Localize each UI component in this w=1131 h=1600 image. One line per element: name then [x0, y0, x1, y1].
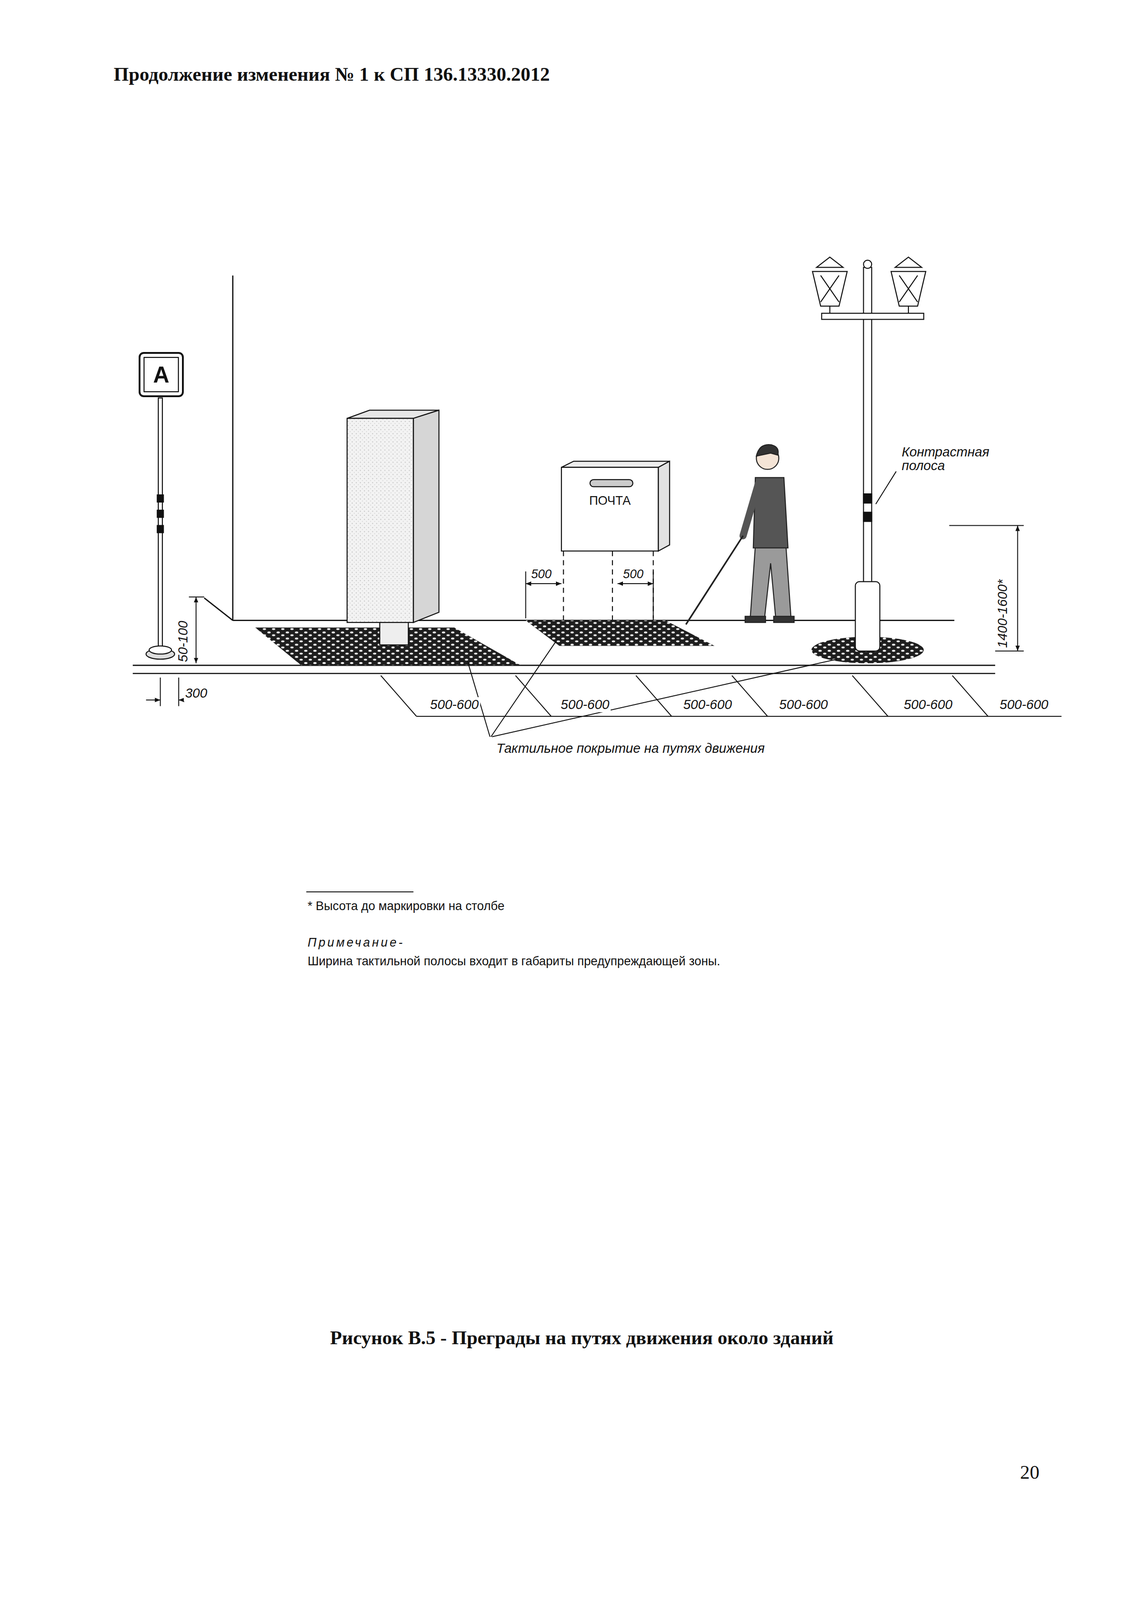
dimension-lines [525, 571, 527, 619]
ground [132, 664, 996, 667]
running-header: Продолжение изменения № 1 к СП 136.13330… [112, 63, 551, 86]
person [685, 535, 743, 625]
dimension-lines [195, 596, 197, 664]
dimension-lines [145, 525, 1062, 717]
leader-lines [492, 659, 837, 737]
sign-post [145, 398, 175, 660]
lamp-post [812, 271, 848, 307]
dimension-lines [188, 596, 205, 598]
sign-plate: A [138, 352, 184, 397]
lamp-post [820, 275, 839, 302]
mailbox [562, 550, 564, 625]
leader-lines [306, 891, 414, 893]
sign-post [158, 398, 163, 651]
lamp-post [863, 512, 872, 522]
lamp-post [816, 257, 844, 268]
note-text: Ширина тактильной полосы входит в габари… [306, 954, 722, 969]
tactile-paving [255, 620, 924, 666]
dimension-lines [617, 583, 654, 585]
dimension-label: 500-600 [778, 697, 830, 713]
dimension-label: 500-600 [681, 697, 734, 713]
person [685, 444, 794, 625]
mailbox [563, 550, 654, 625]
dimension-label: 500-600 [902, 697, 955, 713]
dimension-lines [380, 675, 417, 717]
dimension-lines [525, 583, 562, 585]
ground [132, 673, 996, 675]
dimension-lines [1016, 525, 1018, 652]
dimension-label: 300 [183, 685, 209, 701]
dimension-lines [515, 675, 551, 717]
leader-lines [875, 471, 897, 505]
sign-post [157, 494, 164, 503]
node-text: ПОЧТА [589, 493, 631, 509]
dimension-label: 500 [529, 567, 554, 582]
mailbox [561, 467, 659, 552]
pillar [347, 418, 414, 623]
mailbox [590, 479, 633, 488]
dimension-lines [652, 571, 654, 619]
callout-label: Контрастная полоса [900, 445, 1001, 473]
lamp-post [907, 306, 909, 314]
dimension-lines [852, 675, 888, 717]
mailbox [658, 461, 670, 552]
dimension-label: 500-600 [559, 697, 612, 713]
leader-lines [491, 640, 557, 737]
mailbox [652, 550, 654, 625]
dimension-lines [995, 650, 1024, 652]
dimension-label: 500 [621, 567, 645, 582]
pillar [379, 622, 409, 645]
sign-post [149, 646, 172, 655]
callout-label: Тактильное покрытие на путях движения [495, 741, 767, 757]
dimension-lines [416, 715, 1062, 717]
person [756, 444, 779, 457]
person [750, 545, 792, 619]
sign-post [157, 525, 164, 534]
mailbox [612, 550, 613, 625]
mailbox-front: ПОЧТА [561, 467, 659, 552]
figure-caption: Рисунок В.5 - Преграды на путях движения… [330, 1327, 834, 1350]
person [773, 616, 795, 623]
pillar [347, 410, 439, 646]
leader-lines [306, 471, 897, 893]
page-number: 20 [1018, 1461, 1042, 1484]
dimension-label: 50-100 [175, 619, 191, 664]
lamp-post [899, 275, 918, 302]
sign-post [157, 510, 164, 518]
lamp-post [855, 581, 881, 652]
lamp-post [821, 313, 924, 320]
ground [204, 597, 234, 621]
pillar [413, 410, 440, 623]
dimension-lines [178, 677, 180, 707]
lamp-post [829, 306, 831, 314]
dimension-lines [949, 525, 1024, 527]
lamp-post [895, 257, 922, 268]
footnote: * Высота до маркировки на столбе [306, 899, 506, 914]
dimension-label: 500-600 [998, 697, 1050, 713]
dimension-lines [160, 677, 161, 707]
lamp-post [863, 493, 872, 504]
note-heading: Примечание- [306, 935, 406, 950]
lamp-post [891, 271, 926, 307]
mailbox [561, 461, 670, 625]
mailbox [561, 461, 670, 468]
node-text: A [153, 361, 170, 388]
dimension-lines [635, 675, 672, 717]
person [742, 483, 759, 536]
dimension-lines [952, 675, 988, 717]
person [745, 616, 766, 623]
lamp-post [863, 260, 872, 269]
dimension-label: 1400-1600* [995, 577, 1011, 649]
dimension-label: 500-600 [428, 697, 481, 713]
ground [232, 275, 234, 621]
dimension-lines [145, 699, 161, 701]
